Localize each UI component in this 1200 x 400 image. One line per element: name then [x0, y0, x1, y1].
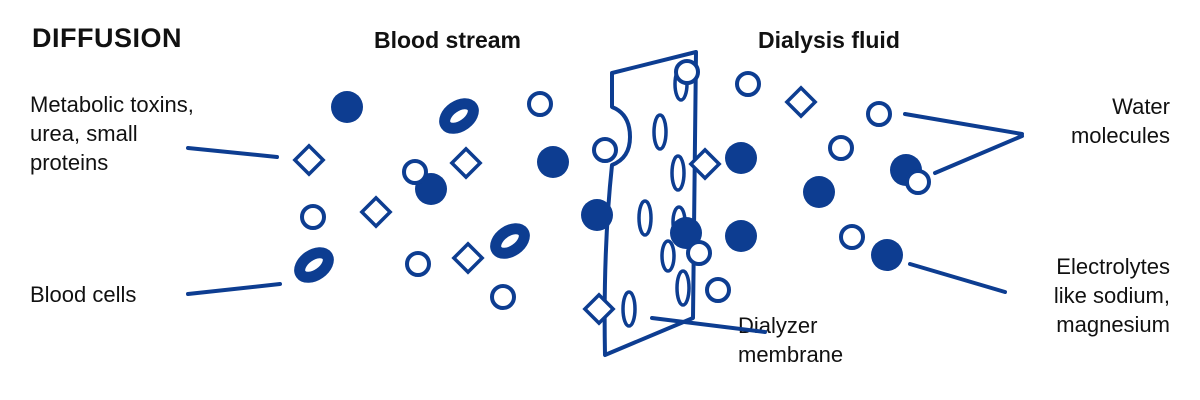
label-water-molecules: Water molecules [1070, 94, 1170, 148]
electrolyte [725, 220, 757, 252]
water-molecule [735, 71, 761, 97]
toxin [451, 241, 485, 275]
label-metabolic-toxins: Metabolic toxins, urea, small proteins [30, 92, 194, 175]
water-molecule [402, 159, 428, 185]
pointer-line-blood-cells [186, 282, 282, 296]
membrane-pores [621, 66, 691, 328]
electrolyte [581, 199, 613, 231]
pointer-line-water-2 [933, 134, 1024, 175]
electrolyte [871, 239, 903, 271]
water-molecule [705, 277, 731, 303]
metabolic-toxins [292, 85, 818, 326]
electrolyte [331, 91, 363, 123]
label-electrolytes: Electrolytes like sodium, magnesium [1053, 254, 1170, 337]
toxin [688, 147, 722, 181]
electrolyte [803, 176, 835, 208]
water-molecule [866, 101, 892, 127]
blood-cell [490, 223, 530, 259]
water-molecule [905, 169, 931, 195]
toxin [292, 143, 326, 177]
water-molecule [839, 224, 865, 250]
blood-cell [294, 247, 334, 283]
water-molecule [674, 59, 700, 85]
pointer-line-toxins [186, 146, 279, 159]
water-molecule [828, 135, 854, 161]
electrolyte [537, 146, 569, 178]
label-dialyzer-membrane: Dialyzer membrane [738, 313, 844, 367]
diagram-title: DIFFUSION [32, 23, 182, 53]
water-molecule [592, 137, 618, 163]
blood-cells [294, 98, 530, 283]
water-molecule [405, 251, 431, 277]
water-molecule [300, 204, 326, 230]
pointer-line-electrolytes [908, 262, 1007, 294]
water-molecule [527, 91, 553, 117]
water-molecule [686, 240, 712, 266]
pointer-line-water-1 [903, 112, 1024, 136]
label-blood-cells: Blood cells [30, 282, 137, 307]
water-molecule [490, 284, 516, 310]
toxin [359, 195, 393, 229]
pointer-line-membrane [650, 316, 767, 334]
electrolyte [725, 142, 757, 174]
toxin [582, 292, 616, 326]
heading-dialysis-fluid: Dialysis fluid [758, 27, 900, 53]
blood-cell [439, 98, 479, 134]
toxin [449, 146, 483, 180]
heading-blood-stream: Blood stream [374, 27, 521, 53]
water-molecules [300, 59, 931, 310]
toxin [784, 85, 818, 119]
